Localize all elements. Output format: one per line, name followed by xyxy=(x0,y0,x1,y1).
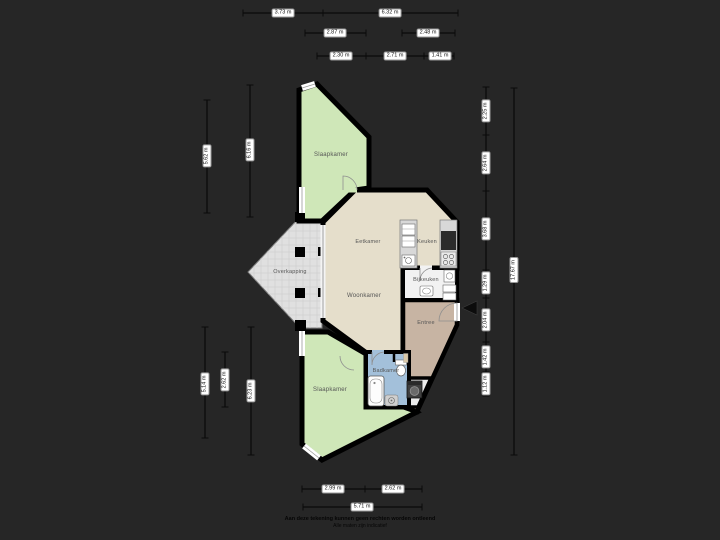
dim-bottom-total: 5.71 m xyxy=(350,502,374,512)
cabinet-icon xyxy=(442,292,457,301)
room-label-eetkamer: Eetkamer xyxy=(355,239,381,245)
dim-top-3b: 2.71 m xyxy=(383,51,407,61)
kitchen-counter-left xyxy=(399,219,418,269)
dim-right-4: 1.29 m xyxy=(481,271,491,295)
dim-left-lower-c: 6.23 m xyxy=(246,379,256,403)
bathroom-door-arc xyxy=(371,351,385,366)
room-label-entree: Entree xyxy=(417,320,435,326)
dim-top-3a: 2.30 m xyxy=(329,51,353,61)
dim-left-upper-b: 6.16 m xyxy=(245,138,255,162)
dim-bottom-1b: 2.62 m xyxy=(381,484,405,494)
doors xyxy=(339,175,460,371)
cooktop-icon xyxy=(441,231,456,250)
entree-door-arc xyxy=(438,302,458,322)
bathroom-fixtures xyxy=(367,352,409,407)
room-label-bijkeuken: Bijkeuken xyxy=(413,277,439,283)
dim-bottom-1a: 2.99 m xyxy=(321,484,345,494)
dim-right-2: 2.64 m xyxy=(481,151,491,175)
oven-icon xyxy=(401,223,416,236)
dim-left-upper-a: 5.62 m xyxy=(202,144,212,168)
bedroom-bottom-door-arc xyxy=(339,355,355,371)
room-label-woonkamer: Woonkamer xyxy=(346,293,382,299)
utility-fixtures xyxy=(419,269,457,301)
dim-right-total: 17.67 m xyxy=(509,257,519,283)
dim-right-6: 1.42 m xyxy=(481,345,491,369)
room-label-keuken: Keuken xyxy=(417,239,437,245)
appliance-icon xyxy=(401,235,416,248)
dim-top-3c: 1.41 m xyxy=(428,51,452,61)
dim-right-5: 2.04 m xyxy=(481,308,491,332)
entrance-arrow-icon xyxy=(461,300,478,316)
dim-top-2a: 2.87 m xyxy=(323,28,347,38)
washing-machine-icon xyxy=(406,380,423,399)
dim-left-lower-a: 5.14 m xyxy=(200,372,210,396)
hob-icon xyxy=(440,251,457,267)
dim-top-1b: 6.32 m xyxy=(378,8,402,18)
utility-door-arc xyxy=(419,267,433,282)
dim-top-1a: 3.73 m xyxy=(271,8,295,18)
disclaimer-line2: Alle maten zijn indicatief xyxy=(333,523,387,529)
cabinet-icon xyxy=(442,284,457,293)
bathtub-icon xyxy=(367,375,385,407)
dimension-ticks xyxy=(201,9,518,511)
dim-left-lower-b: 2.62 m xyxy=(220,368,230,392)
windows xyxy=(299,81,326,461)
dim-top-2b: 2.48 m xyxy=(416,28,440,38)
boiler-icon xyxy=(443,269,456,283)
bedroom-top-door-arc xyxy=(342,175,358,191)
dim-right-3: 3.68 m xyxy=(481,217,491,241)
kitchen-sink-icon xyxy=(401,254,416,267)
radiator-icon xyxy=(403,353,409,363)
disclaimer-line1: Aan deze tekening kunnen geen rechten wo… xyxy=(284,516,436,522)
kitchen-counter-right xyxy=(439,219,458,269)
dim-right-7: 1.12 m xyxy=(481,372,491,396)
room-label-slaapkamer-top: Slaapkamer xyxy=(313,152,349,158)
room-label-badkamer: Badkamer xyxy=(372,368,400,374)
room-label-slaapkamer-bottom: Slaapkamer xyxy=(312,387,348,393)
room-label-overkapping: Overkapping xyxy=(273,269,307,275)
dim-right-1: 2.25 m xyxy=(481,99,491,123)
washbasin-icon xyxy=(419,285,434,297)
